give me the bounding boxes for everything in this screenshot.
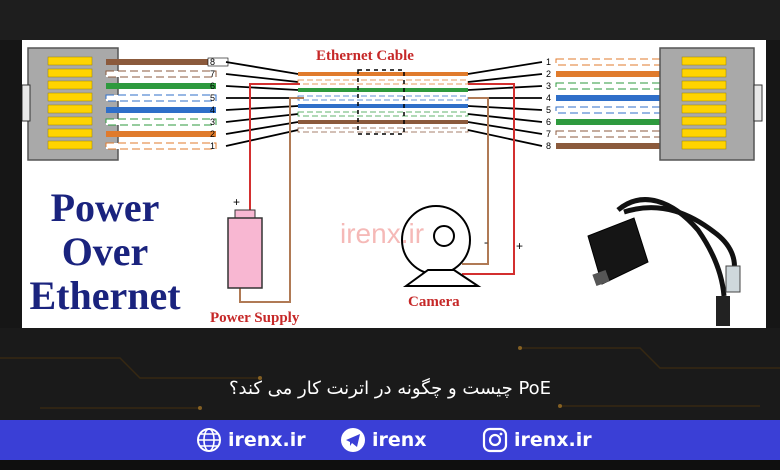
right-pin-2: 2 [546,69,551,79]
social-footer: irenx.ir irenx irenx.ir [0,420,780,460]
camera-minus: - [484,235,488,249]
left-wire-1 [105,142,217,150]
left-pin-6: 6 [210,81,215,91]
poe-splitter-device [587,197,741,326]
right-fanout-wires [467,61,543,147]
power-supply-battery: + [227,195,263,289]
left-rj45-connector [22,47,217,161]
footer-website-link[interactable]: irenx.ir [196,420,306,460]
left-wire-7 [105,70,217,78]
left-wire-2 [106,131,216,137]
poe-diagram: 8 7 6 5 4 3 2 1 [22,40,766,328]
right-pin-labels: 1 2 3 4 5 6 7 8 [546,57,551,151]
right-pin-1: 1 [546,57,551,67]
left-wire-8 [106,59,216,65]
circuit-background [0,346,780,410]
right-pin-7: 7 [546,129,551,139]
camera-icon [401,205,482,287]
diagram-watermark: irenx.ir [340,218,425,249]
right-pin-3: 3 [546,81,551,91]
footer-instagram-link[interactable]: irenx.ir [482,420,592,460]
left-wire-5 [105,94,217,102]
power-wires [239,83,515,303]
power-over-ethernet-title: Power Over Ethernet [22,186,188,318]
camera-label: Camera [408,294,460,310]
left-pin-1: 1 [210,141,215,151]
diagram-svg: 8 7 6 5 4 3 2 1 [22,47,763,326]
title-line-over: Over [61,229,149,274]
caption-area: PoE چیست و چگونه در اترنت کار می کند؟ [0,328,780,420]
footer-telegram-text: irenx [372,429,427,451]
caption-title: PoE چیست و چگونه در اترنت کار می کند؟ [228,378,552,399]
instagram-icon [482,427,508,453]
right-pin-8: 8 [546,141,551,151]
title-line-power: Power [50,185,160,230]
left-pin-7: 7 [210,69,215,79]
title-line-ethernet: Ethernet [29,273,181,318]
left-wire-4 [106,107,216,113]
left-wire-3 [105,118,217,126]
footer-website-text: irenx.ir [228,429,306,451]
left-pin-labels: 8 7 6 5 4 3 2 1 [207,57,229,151]
power-supply-label: Power Supply [210,310,300,326]
right-rj45-connector [555,47,763,161]
telegram-icon [341,428,365,452]
left-pin-2: 2 [210,129,215,139]
bottom-strip [0,460,780,470]
top-bar [0,0,780,40]
globe-icon [197,428,221,452]
ethernet-cable-label: Ethernet Cable [316,48,414,64]
footer-telegram-link[interactable]: irenx [340,420,427,460]
battery-plus: + [233,195,240,209]
right-pin-4: 4 [546,93,551,103]
left-pin-3: 3 [210,117,215,127]
camera-plus: + [516,239,523,253]
left-wire-6 [106,83,216,89]
left-pin-4: 4 [210,105,215,115]
left-pin-5: 5 [210,93,215,103]
left-fanout-wires [225,61,299,147]
right-pin-5: 5 [546,105,551,115]
footer-instagram-text: irenx.ir [514,429,592,451]
ethernet-cable [297,69,469,135]
right-pin-6: 6 [546,117,551,127]
left-pin-8: 8 [210,57,215,67]
